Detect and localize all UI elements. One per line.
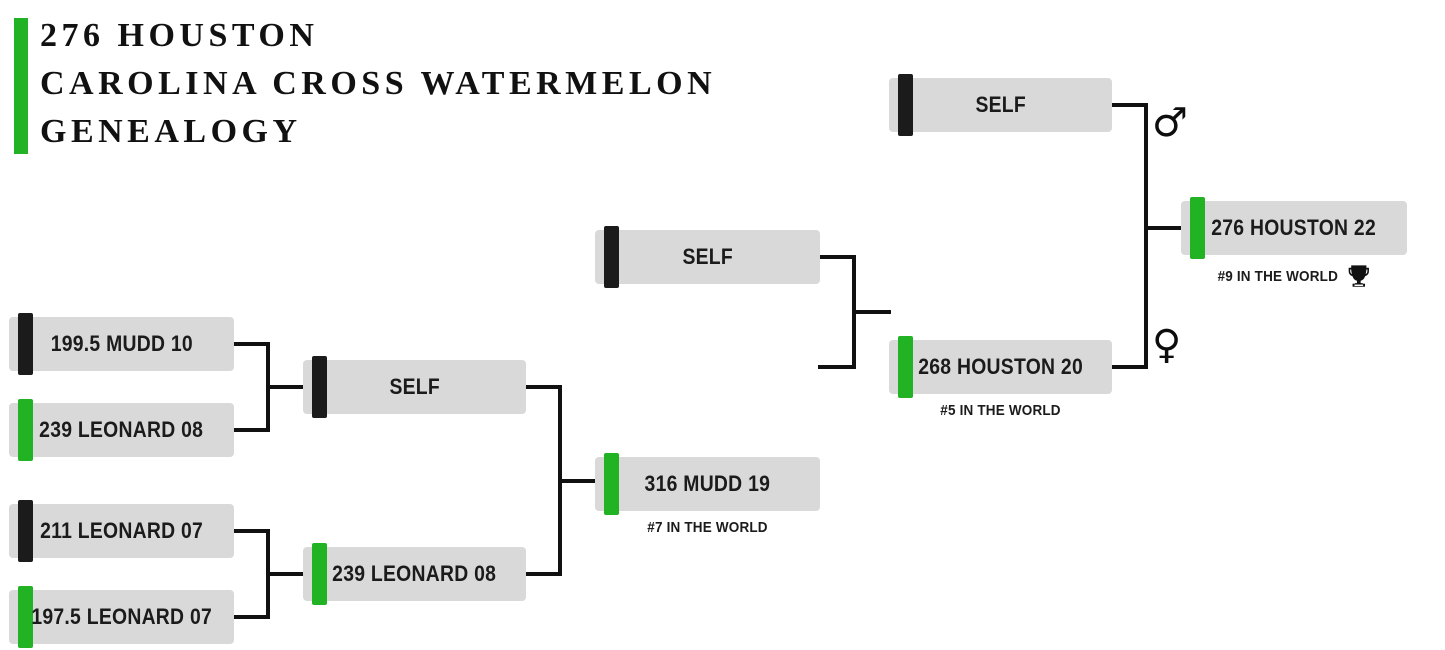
node-box[interactable]: 239 LEONARD 08 [303,547,526,601]
node-flag-dark [898,74,913,136]
title-block: 276 Houston Carolina Cross Watermelon Ge… [14,12,774,154]
title-accent-bar [14,18,28,154]
node-caption: #5 IN THE WORLD [940,402,1061,419]
node-box[interactable]: 276 HOUSTON 22 [1181,201,1407,255]
node-flag-green [604,453,619,515]
node-flag-dark [604,226,619,288]
node-box[interactable]: 239 LEONARD 08 [9,403,234,457]
node-flag-dark [18,313,33,375]
node-label: 276 HOUSTON 22 [1211,215,1377,240]
node-flag-dark [312,356,327,418]
node-box[interactable]: 211 LEONARD 07 [9,504,234,558]
node-flag-green [18,399,33,461]
node-label: 211 LEONARD 07 [40,518,203,543]
node-label: 316 MUDD 19 [644,471,771,496]
node-box[interactable]: SELF [889,78,1112,132]
node-box[interactable]: 268 HOUSTON 20 [889,340,1112,394]
node-flag-green [18,586,33,648]
node-label: 239 LEONARD 08 [39,417,204,442]
node-box[interactable]: SELF [595,230,820,284]
node-label: SELF [389,374,440,399]
node-caption-text: #9 IN THE WORLD [1217,267,1339,285]
male-symbol-icon: ♂ [1152,100,1188,146]
node-box[interactable]: 199.5 MUDD 10 [9,317,234,371]
node-flag-green [898,336,913,398]
node-label: SELF [682,244,733,269]
node-box[interactable]: 316 MUDD 19 [595,457,820,511]
female-symbol-icon: ♀ [1152,322,1182,368]
node-box[interactable]: 197.5 LEONARD 07 [9,590,234,644]
node-label: 268 HOUSTON 20 [918,354,1083,379]
node-flag-green [312,543,327,605]
node-caption: #7 IN THE WORLD [647,519,768,536]
node-label: SELF [975,92,1026,117]
trophy-icon [1348,265,1369,287]
node-label: 197.5 LEONARD 07 [31,604,212,629]
node-box[interactable]: SELF [303,360,526,414]
page-title: 276 Houston Carolina Cross Watermelon Ge… [40,17,717,150]
node-flag-dark [18,500,33,562]
node-flag-green [1190,197,1205,259]
node-label: 199.5 MUDD 10 [50,331,193,356]
node-caption-row: #9 IN THE WORLD [1192,263,1395,289]
node-label: 239 LEONARD 08 [332,561,497,586]
